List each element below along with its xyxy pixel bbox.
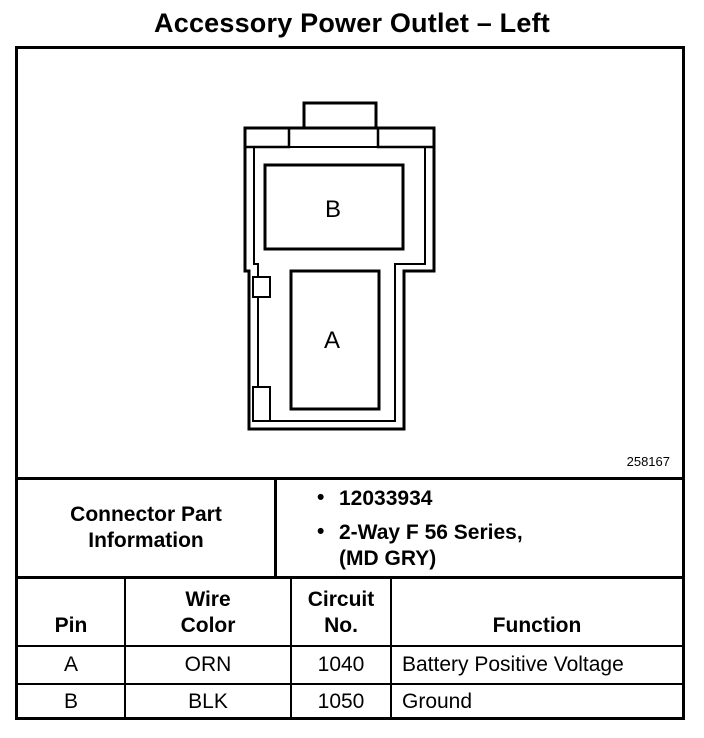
connector-frame: B A 258167 Connector Part Information • …	[15, 46, 685, 720]
connector-info-label: Connector Part Information	[18, 480, 277, 576]
table-row-a-circuit: 1040	[317, 653, 365, 676]
table-divider	[290, 579, 292, 717]
pin-label-a: A	[324, 327, 341, 354]
table-row-b-pin: B	[63, 690, 78, 713]
connector-inner-outline	[253, 146, 426, 422]
table-row-a-function: Battery Positive Voltage	[402, 653, 624, 676]
cavity-b	[263, 163, 405, 251]
table-row-a-pin: A	[63, 653, 78, 676]
header-circuit: Circuit No.	[292, 579, 390, 645]
table-divider	[124, 579, 126, 717]
header-wire-color-line2: Color	[180, 614, 236, 637]
header-function: Function	[392, 579, 682, 645]
table-row-b-circuit: 1050	[317, 690, 365, 713]
figure-id: 258167	[626, 454, 670, 469]
connector-diagram: B A 258167	[18, 49, 682, 480]
connector-color: (MD GRY)	[339, 547, 437, 570]
table-divider	[18, 683, 682, 685]
latch-detail	[252, 276, 271, 298]
latch-detail	[252, 386, 271, 422]
header-wire-color-line1: Wire	[185, 588, 231, 611]
table-row-a-wire-color: ORN	[184, 653, 232, 676]
table-row-b-wire-color: BLK	[188, 690, 228, 713]
connector-drawing	[243, 101, 436, 431]
header-circuit-line1: Circuit	[307, 588, 375, 611]
header-pin: Pin	[18, 579, 124, 645]
table-row-b-function: Ground	[402, 690, 473, 713]
table-divider	[18, 645, 682, 647]
bullet-mark: •	[317, 486, 325, 509]
connector-series: 2-Way F 56 Series,	[339, 521, 523, 544]
bullet-mark: •	[317, 520, 325, 543]
pin-label-b: B	[325, 196, 342, 223]
pinout-table: Pin Wire Color Circuit No. Function A OR…	[18, 579, 682, 717]
part-number: 12033934	[339, 487, 433, 510]
page-title: Accessory Power Outlet – Left	[154, 8, 550, 38]
header-pin-text: Pin	[54, 614, 88, 637]
cavity-a	[289, 269, 381, 411]
header-circuit-line2: No.	[324, 614, 358, 637]
connector-info-values: • 12033934 • 2-Way F 56 Series, (MD GRY)	[277, 480, 682, 576]
connector-info-row: Connector Part Information • 12033934 • …	[18, 480, 682, 579]
header-wire-color: Wire Color	[126, 579, 290, 645]
table-divider	[390, 579, 392, 717]
connector-info-label-line2: Information	[88, 529, 204, 552]
connector-info-label-line1: Connector Part	[70, 503, 222, 526]
header-function-text: Function	[492, 614, 582, 637]
